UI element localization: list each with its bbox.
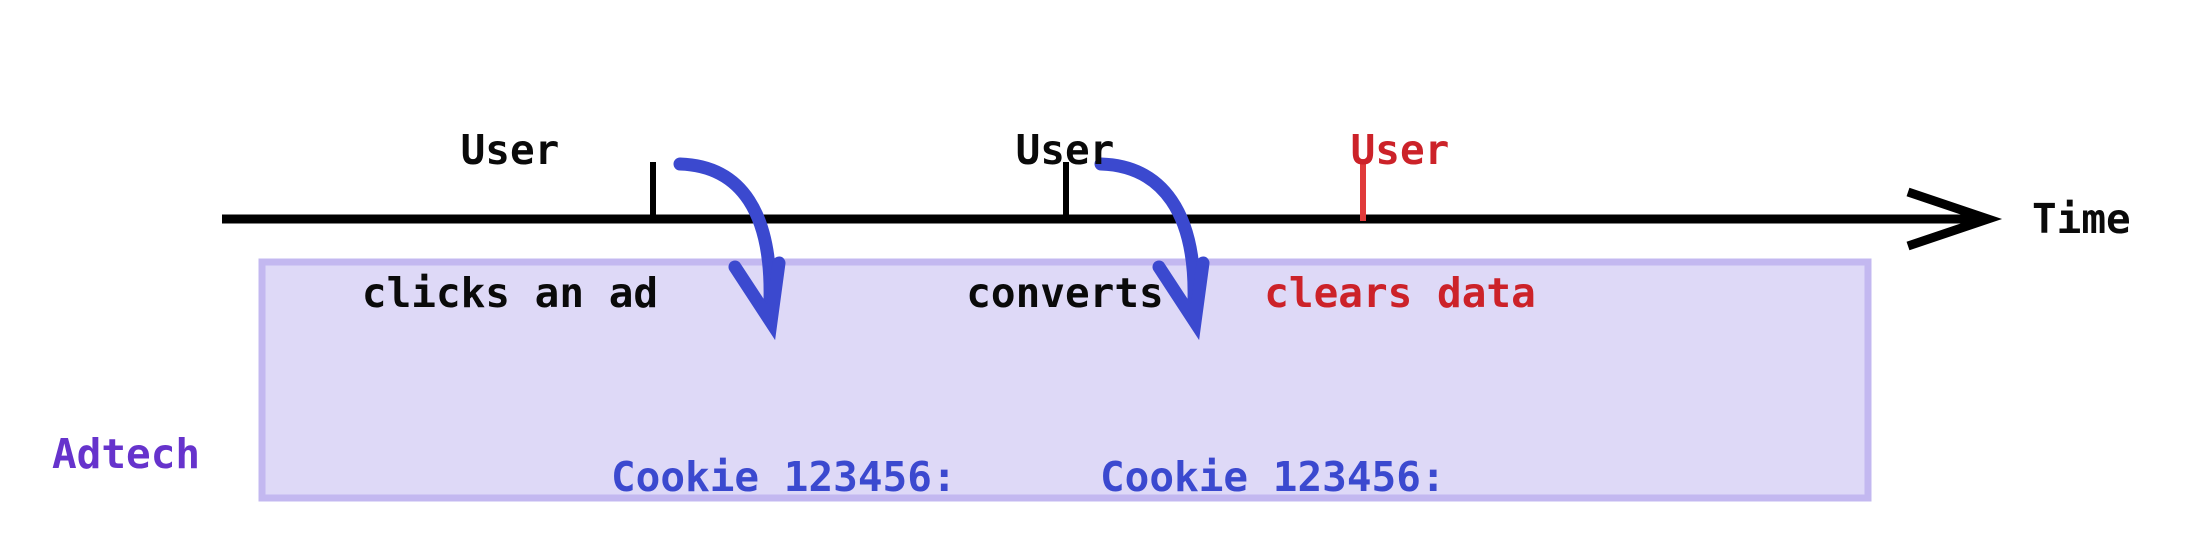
flow-arrow-ad-click xyxy=(673,157,777,307)
event-label-clear-data-line2: clears data xyxy=(1264,268,1536,317)
flow-arrow-conversion xyxy=(1094,157,1201,307)
event-label-ad-click: User clicks an ad xyxy=(340,32,680,412)
event-label-ad-click-line1: User xyxy=(460,126,560,175)
flow-arrowhead-ad-click xyxy=(728,256,786,341)
log-entry-ad-clicked-line1: Cookie 123456: xyxy=(611,453,957,502)
event-label-conversion-line1: User xyxy=(1015,126,1115,175)
event-label-conversion-line2: converts xyxy=(966,268,1164,317)
event-label-conversion: User converts xyxy=(905,32,1225,412)
adtech-server-label-line1: Adtech xyxy=(52,430,201,479)
log-entry-converted-line1: Cookie 123456: xyxy=(1100,453,1446,502)
event-label-clear-data-line1: User xyxy=(1350,126,1450,175)
event-label-ad-click-line2: clicks an ad xyxy=(361,268,659,317)
adtech-server-label: Adtech server xyxy=(52,332,252,534)
log-entry-converted: Cookie 123456: Converted xyxy=(1100,352,1520,534)
timeline-arrowhead-icon xyxy=(1906,187,2003,251)
flow-arrowhead-conversion xyxy=(1152,256,1210,341)
log-entry-ad-clicked: Cookie 123456: Ad clicked xyxy=(611,352,1031,534)
adtech-server-panel xyxy=(258,258,1872,502)
event-label-clear-data: User clears data xyxy=(1230,32,1570,412)
timeline-axis-label: Time xyxy=(2032,195,2131,243)
